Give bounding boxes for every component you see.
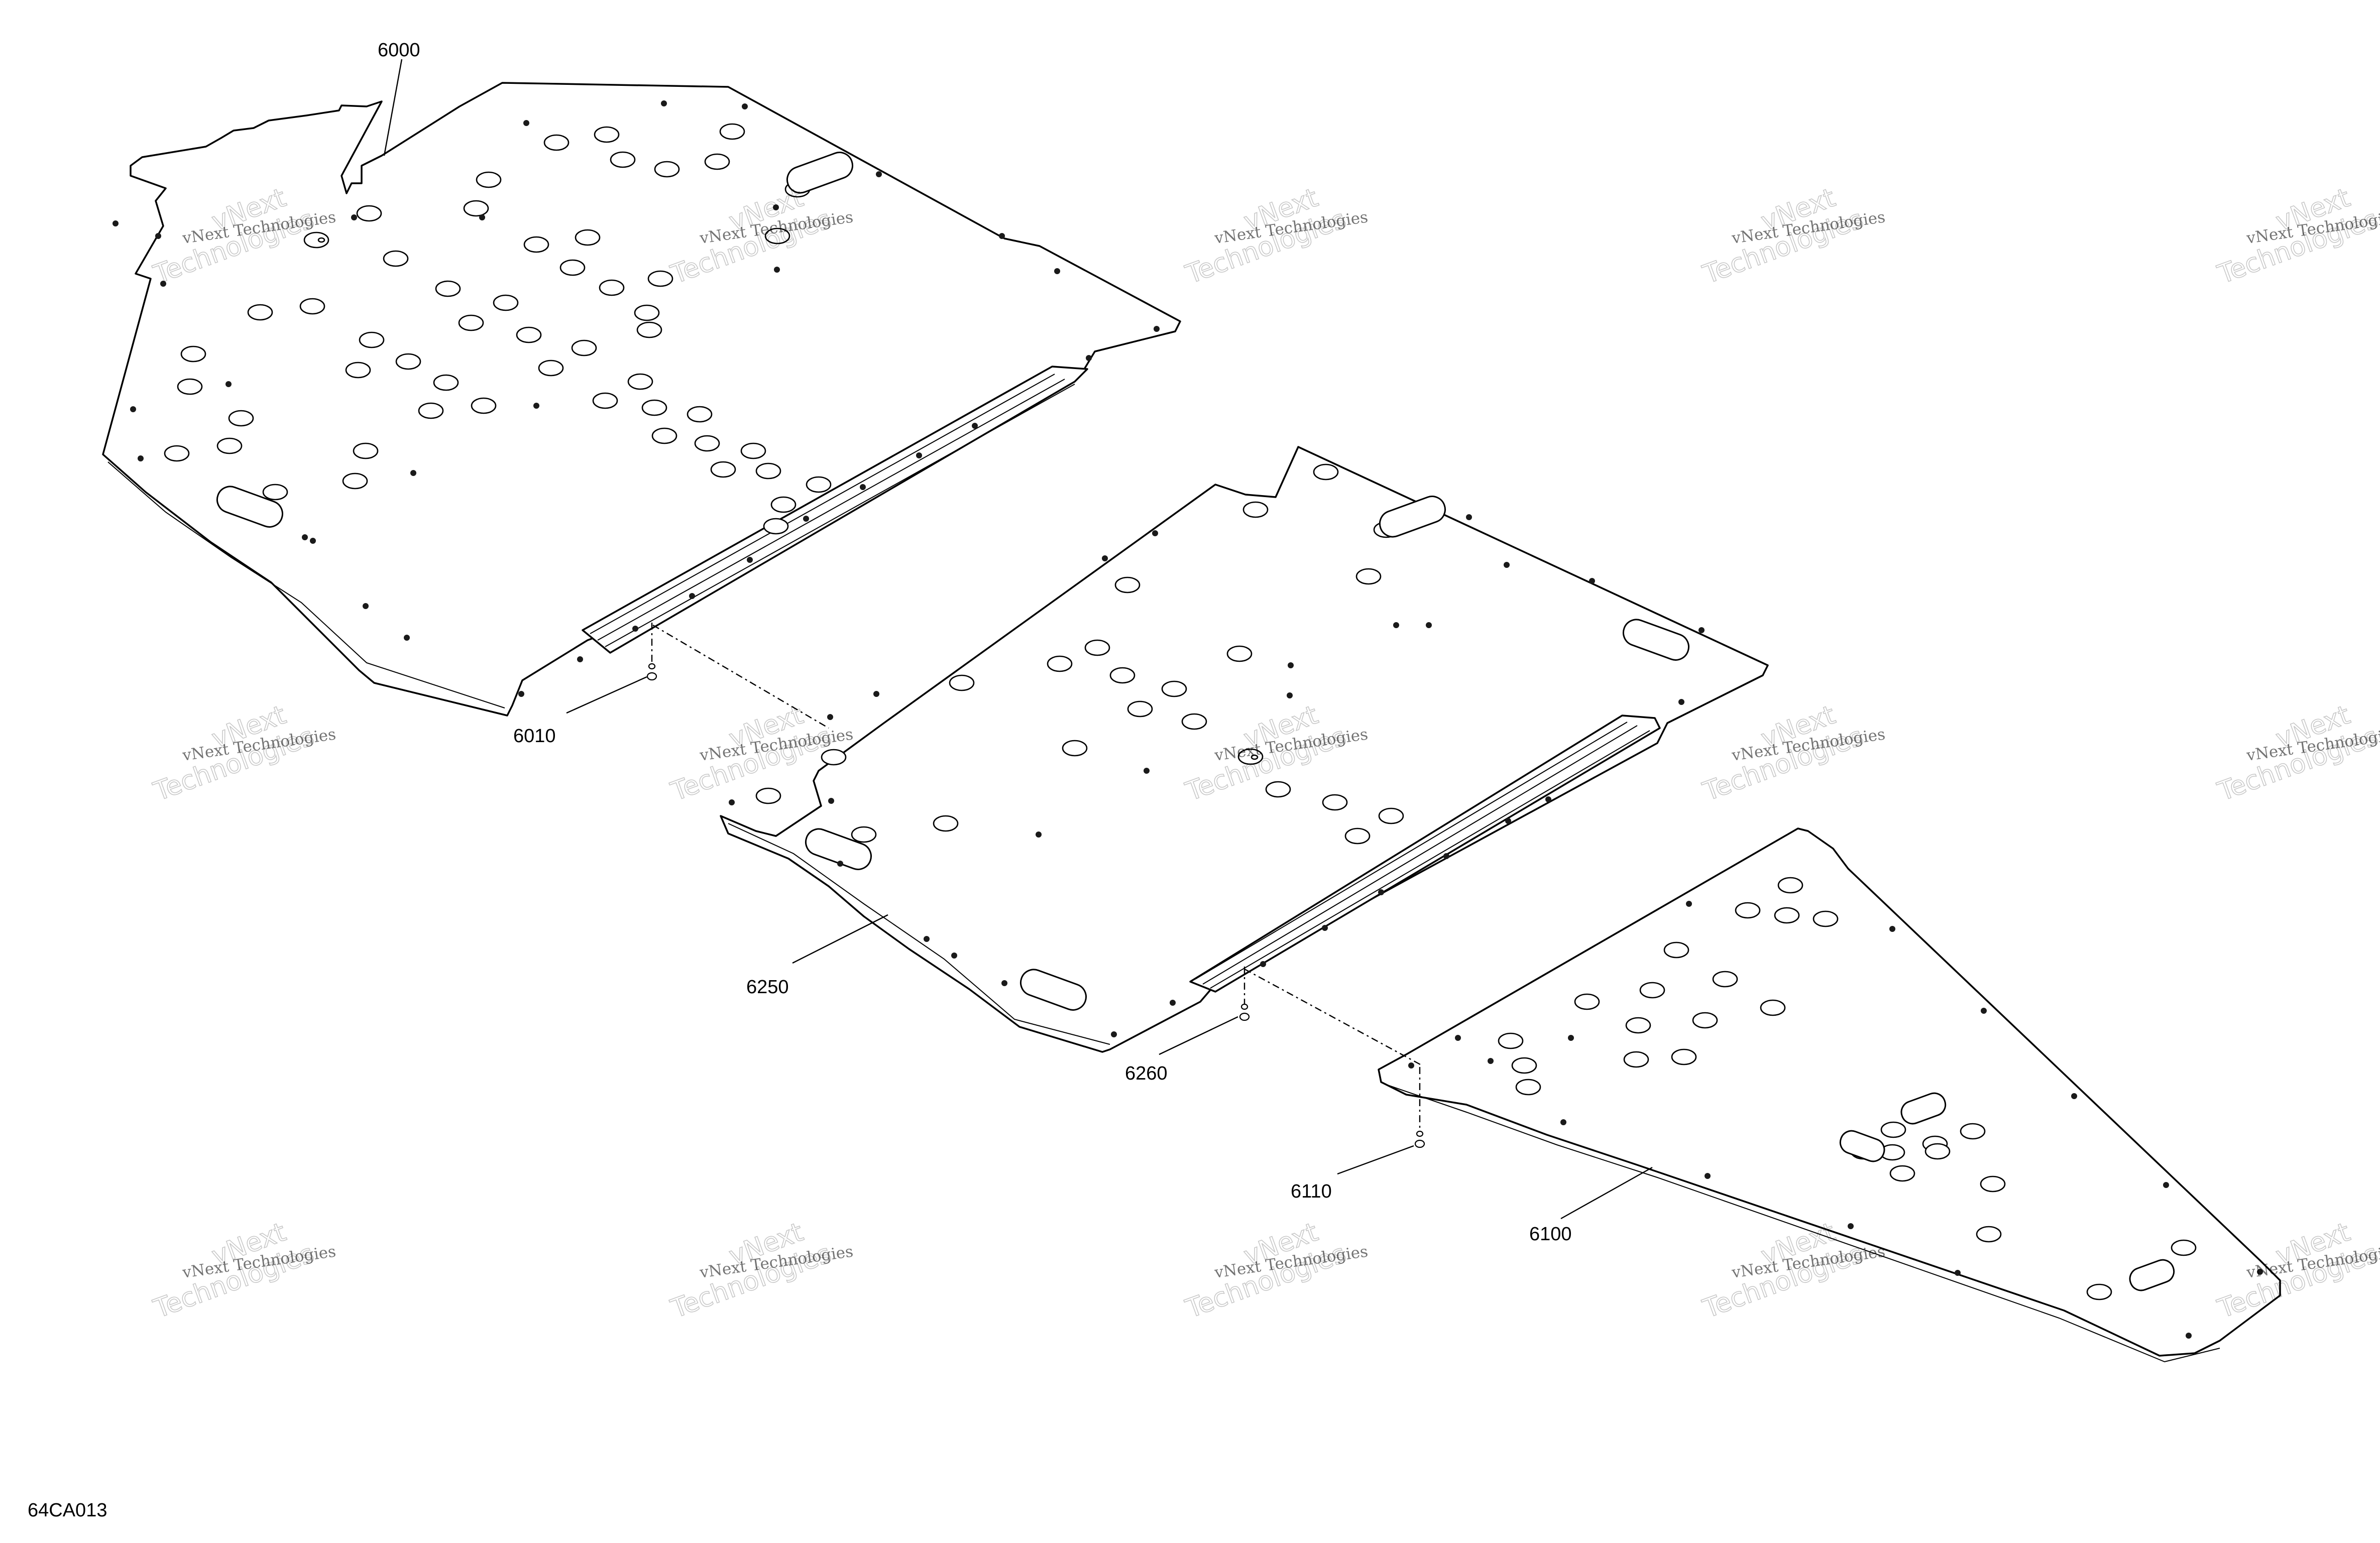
callout-6260: 6260	[1125, 1063, 1168, 1084]
callout-6010: 6010	[513, 726, 556, 747]
assembly-line-6010	[652, 624, 829, 729]
leader-6260	[1159, 1016, 1238, 1055]
callout-6250: 6250	[746, 977, 789, 998]
leader-6110	[1337, 1145, 1414, 1175]
callout-6110: 6110	[1291, 1181, 1332, 1202]
skid-plate-6000	[102, 82, 1181, 717]
leader-6000	[383, 59, 403, 156]
skid-plate-6100	[1378, 827, 2281, 1363]
leader-6010	[566, 676, 647, 714]
skid-plate-6250	[720, 446, 1769, 1053]
leader-6250	[792, 914, 888, 964]
callout-6000: 6000	[378, 40, 420, 61]
leader-6100	[1560, 1166, 1653, 1220]
assembly-line-6260	[1244, 968, 1421, 1065]
callout-6100: 6100	[1529, 1224, 1572, 1245]
figure-code: 64CA013	[28, 1500, 107, 1521]
